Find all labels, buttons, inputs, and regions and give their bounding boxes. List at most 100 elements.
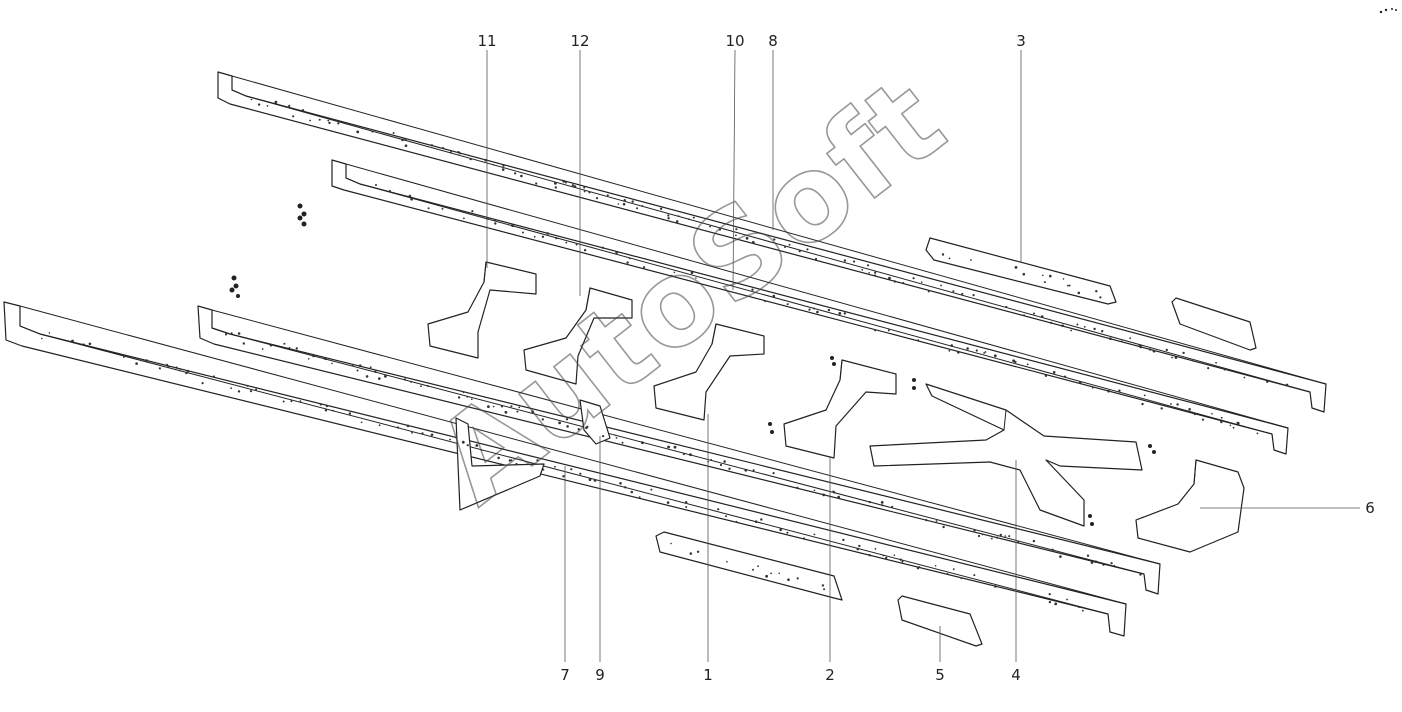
rail-hole [324, 357, 327, 361]
rail-hole [1139, 573, 1142, 576]
rail-hole [458, 152, 461, 155]
rail-hole [983, 352, 985, 354]
rail-hole [518, 406, 521, 409]
rail-hole [230, 387, 233, 389]
rail-hole [765, 574, 768, 578]
rail-hole [695, 277, 697, 279]
rail-hole [348, 412, 352, 415]
rail-hole [583, 186, 586, 189]
rail-hole [274, 100, 278, 104]
rail-hole [442, 146, 444, 149]
rail-hole [331, 362, 333, 365]
rail-hole [972, 294, 975, 297]
rail-hole [542, 468, 545, 471]
rail-hole [577, 428, 580, 431]
rail-hole [901, 560, 904, 563]
rail-hole [770, 572, 772, 575]
loose-bolts [229, 203, 1156, 526]
rail-hole [301, 109, 305, 112]
rail-hole [843, 259, 847, 262]
rail-hole [249, 390, 253, 393]
rail-hole [426, 385, 429, 387]
rail-hole [934, 565, 937, 567]
rail-hole [868, 501, 871, 504]
callout-2: 2 [825, 666, 835, 684]
rail-hole [760, 518, 763, 521]
small-bracket-right [1171, 297, 1257, 351]
rail-hole [570, 468, 573, 471]
rail-hole [492, 164, 495, 166]
rail-hole [745, 236, 749, 240]
rail-hole [622, 202, 626, 206]
rail-hole [588, 191, 591, 194]
rail-hole [685, 501, 688, 504]
rail-hole [71, 339, 74, 343]
callout-4: 4 [1011, 666, 1021, 684]
rail-hole [874, 548, 877, 550]
callout-1: 1 [703, 666, 713, 684]
rail-hole [832, 490, 835, 493]
rail-hole [535, 182, 538, 185]
rail-hole [973, 574, 976, 577]
rail-hole [430, 144, 433, 147]
rail-hole [224, 333, 228, 336]
rail-hole [371, 130, 374, 133]
rail-hole [1032, 539, 1036, 543]
rail-hole [48, 332, 51, 334]
rail-hole [406, 424, 410, 428]
rail-hole [941, 253, 945, 256]
rail-hole [868, 554, 871, 557]
rail-hole [178, 369, 181, 372]
rail-hole [369, 366, 372, 369]
rail-hole [378, 377, 381, 380]
rail-hole [696, 550, 700, 553]
rail-hole [237, 390, 241, 393]
rail-hole [601, 246, 605, 249]
rail-hole [324, 409, 328, 412]
rail-hole [786, 303, 789, 306]
rail-hole [687, 218, 690, 221]
reinforcement-plate-front [655, 531, 843, 601]
rail-hole [88, 342, 92, 346]
rail-hole [1120, 340, 1123, 343]
rail-hole [682, 452, 686, 456]
rail-hole [882, 554, 885, 557]
callout-8: 8 [768, 32, 778, 50]
rail-hole [1048, 593, 1051, 596]
rail-hole [996, 536, 999, 539]
rail-hole [1236, 421, 1240, 425]
crossmember-12 [523, 287, 633, 385]
rail-hole [718, 228, 722, 231]
rail-hole [719, 463, 723, 467]
rail-hole [449, 438, 451, 441]
rail-hole [1059, 555, 1062, 558]
rail-hole [952, 568, 955, 571]
rail-hole [641, 205, 644, 207]
rail-hole [970, 259, 972, 261]
rail-hole [821, 584, 825, 587]
rail-hole [332, 409, 335, 412]
rail-hole [246, 384, 249, 387]
rail-hole [1026, 363, 1029, 366]
rail-hole [796, 486, 799, 490]
rail-hole [510, 459, 513, 462]
rail-hole [1017, 541, 1020, 543]
rail-hole [874, 274, 877, 277]
rail-hole [201, 382, 204, 385]
rail-hole [757, 565, 759, 568]
rail-hole [977, 534, 981, 538]
rail-hole [250, 98, 253, 101]
rail-hole [1160, 407, 1163, 410]
rail-hole [1101, 330, 1104, 333]
callout-7: 7 [560, 666, 570, 684]
rail-hole [457, 396, 461, 399]
rail-hole [885, 556, 888, 560]
rail-hole [927, 290, 930, 293]
rail-hole [827, 308, 831, 312]
rail-hole [462, 391, 465, 394]
callout-3: 3 [1016, 32, 1026, 50]
rail-hole [606, 194, 609, 197]
rail-hole [565, 418, 569, 421]
rail-hole [773, 238, 776, 241]
rail-hole [677, 215, 680, 218]
